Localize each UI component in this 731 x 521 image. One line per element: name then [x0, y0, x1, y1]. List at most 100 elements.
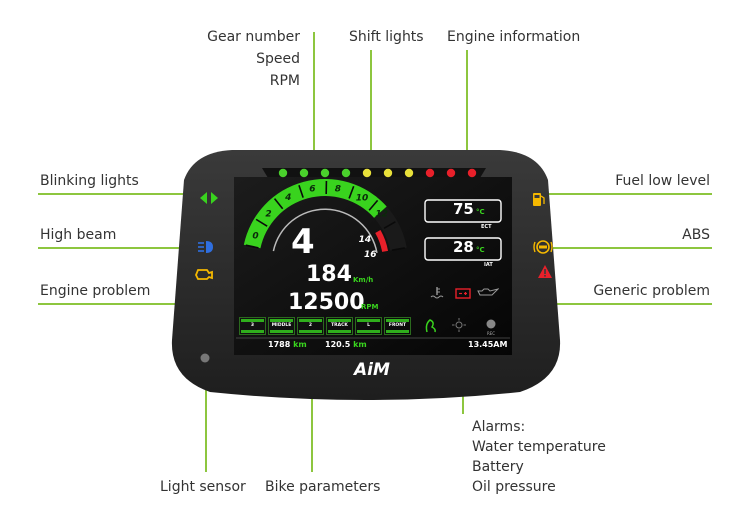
shift-light-led: [446, 168, 456, 178]
gauge-tick-label: 12: [375, 210, 388, 220]
leader-abs: [552, 247, 712, 249]
bike-parameter-bar: [241, 319, 264, 322]
odometer-trip: 120.5 km: [325, 340, 367, 349]
label-oil-pressure: Oil pressure: [472, 479, 556, 495]
leader-fuel-h: [540, 193, 712, 195]
bike-parameter-cell: 2: [297, 317, 324, 335]
shift-light-led: [341, 168, 351, 178]
gauge-tick-label: 2: [265, 209, 271, 219]
bike-parameter-bar: [386, 330, 409, 333]
leader-generic-h: [546, 303, 712, 305]
leader-high-beam: [38, 247, 198, 249]
gauge-fill: [243, 179, 387, 249]
gauge-tick: [348, 185, 355, 199]
rec-icon: [486, 319, 496, 329]
label-alarms: Alarms:: [472, 419, 526, 435]
shift-light-led: [320, 168, 330, 178]
label-gear-number: Gear number: [207, 29, 300, 45]
bike-parameter-cell: L: [355, 317, 382, 335]
gauge-tick: [255, 218, 268, 227]
shift-lights: [278, 168, 477, 178]
bike-parameter-bar: [328, 319, 351, 322]
bike-parameter-bar: [357, 319, 380, 322]
shift-light-led: [467, 168, 477, 178]
leader-shift-lights: [370, 50, 372, 165]
label-engine-problem: Engine problem: [40, 283, 151, 299]
bike-parameter-value: 3: [250, 323, 255, 328]
leader-gear: [313, 32, 315, 232]
bike-parameter-bar: [386, 319, 409, 322]
label-engine-information: Engine information: [447, 29, 581, 45]
label-water-temperature: Water temperature: [472, 439, 606, 455]
bike-parameter-value: MIDDLE: [271, 323, 292, 328]
bike-parameter-bar: [328, 330, 351, 333]
gauge-tick-label: 14: [359, 235, 372, 245]
label-high-beam: High beam: [40, 227, 117, 243]
shift-light-led: [299, 168, 309, 178]
gauge-tick: [298, 185, 304, 198]
label-blinking-lights: Blinking lights: [40, 173, 139, 189]
shift-light-led: [278, 168, 288, 178]
clock: 13.45AM: [468, 340, 508, 349]
light-sensor-icon: [200, 353, 210, 363]
bike-parameters-strip: 3 MIDDLE 2 TRACK L FRONT: [239, 317, 419, 335]
ect-label: ECT: [481, 224, 492, 230]
label-battery: Battery: [472, 459, 524, 475]
gear-number: 4: [291, 222, 315, 262]
aim-logo: AiM: [354, 360, 390, 380]
bike-parameter-cell: FRONT: [384, 317, 411, 335]
iat-label: IAT: [484, 262, 493, 268]
battery-icon: [455, 288, 471, 299]
label-bike-parameters: Bike parameters: [265, 479, 381, 495]
oil-pressure-icon: [477, 288, 499, 296]
odometer-total: 1788 km: [268, 340, 307, 349]
label-rpm: RPM: [269, 73, 300, 89]
generic-problem-icon: [538, 265, 552, 278]
gauge-tick: [368, 199, 379, 211]
high-beam-icon: [198, 241, 213, 253]
gauge-tick-label: 8: [335, 185, 341, 195]
light-icon: [452, 318, 466, 332]
shift-light-led: [362, 168, 372, 178]
leader-light-sensor: [205, 362, 207, 472]
traction-icon: [425, 319, 436, 333]
bike-parameter-bar: [299, 330, 322, 333]
water-temperature-icon: [430, 287, 444, 299]
gauge-tick: [383, 221, 396, 229]
leader-bike-params: [311, 340, 313, 472]
ect-value: 75: [453, 200, 474, 218]
bike-parameter-value: FRONT: [388, 323, 407, 328]
label-speed: Speed: [256, 51, 300, 67]
bike-parameter-cell: 3: [239, 317, 266, 335]
gauge-tick-label: 16: [364, 250, 377, 260]
gauge-tick: [391, 247, 405, 251]
bike-parameter-value: L: [367, 323, 370, 328]
label-shift-lights: Shift lights: [349, 29, 424, 45]
shift-light-led: [404, 168, 414, 178]
gauge-tick-label: 0: [252, 231, 258, 241]
gauge-redline: [375, 230, 389, 252]
gauge-tick: [245, 244, 259, 249]
bike-parameter-bar: [241, 330, 264, 333]
label-light-sensor: Light sensor: [160, 479, 246, 495]
gauge-tick: [273, 198, 284, 210]
iat-unit: °C: [476, 246, 485, 254]
bike-parameter-value: TRACK: [331, 323, 348, 328]
label-fuel-low-level: Fuel low level: [615, 173, 710, 189]
leader-engine-info: [466, 50, 468, 200]
bike-parameter-bar: [270, 319, 293, 322]
ect-box: [424, 199, 502, 223]
speed-value: 184: [306, 262, 352, 287]
speed-unit: Km/h: [353, 276, 374, 284]
gauge-tick-label: 6: [309, 185, 315, 195]
blinker-icon: [200, 192, 218, 204]
shift-light-led: [383, 168, 393, 178]
label-abs: ABS: [682, 227, 710, 243]
bike-parameter-cell: MIDDLE: [268, 317, 295, 335]
bike-parameter-bar: [270, 330, 293, 333]
rpm-value: 12500: [288, 290, 365, 315]
leader-engine-problem-h: [38, 303, 204, 305]
rpm-unit: RPM: [361, 303, 379, 311]
